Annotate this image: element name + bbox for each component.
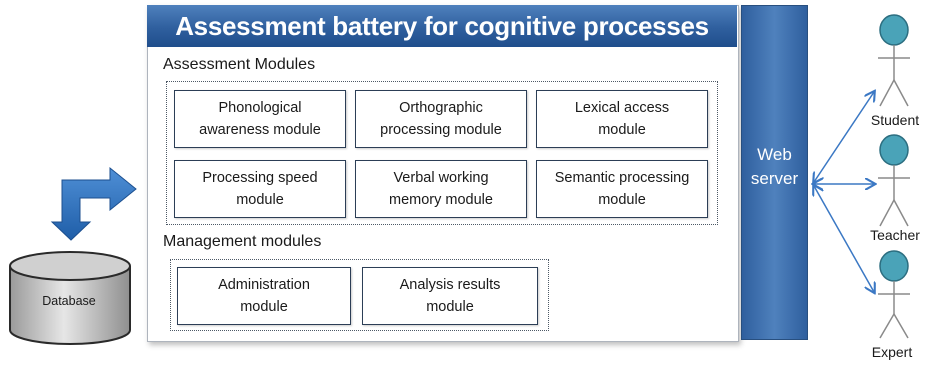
module-box: Orthographic processing module bbox=[355, 90, 527, 148]
module-line: module bbox=[598, 122, 646, 138]
module-line: module bbox=[598, 192, 646, 208]
module-line: Verbal working bbox=[393, 170, 489, 186]
actor-label-expert: Expert bbox=[871, 344, 913, 360]
module-box: Administration module bbox=[177, 267, 351, 325]
student-actor-icon bbox=[878, 14, 910, 107]
diagram-title: Assessment battery for cognitive process… bbox=[147, 5, 737, 47]
web-server-label: Web bbox=[757, 145, 792, 164]
connector-arrows bbox=[808, 60, 888, 310]
management-modules-label: Management modules bbox=[163, 233, 322, 250]
module-line: Processing speed bbox=[202, 170, 318, 186]
web-server-box: Web server bbox=[741, 5, 808, 340]
bent-arrow-icon bbox=[50, 166, 137, 241]
database-label: Database bbox=[42, 294, 96, 308]
module-box: Analysis results module bbox=[362, 267, 538, 325]
module-box: Processing speed module bbox=[174, 160, 346, 218]
assessment-modules-group bbox=[166, 81, 718, 225]
module-line: Lexical access bbox=[574, 100, 670, 116]
database-cylinder-icon bbox=[9, 251, 131, 345]
actor-label-student: Student bbox=[870, 112, 920, 128]
module-line: Orthographic bbox=[399, 100, 483, 116]
module-line: Semantic processing bbox=[554, 170, 690, 186]
module-line: module bbox=[236, 192, 284, 208]
module-line: Phonological bbox=[218, 100, 302, 116]
module-line: Analysis results bbox=[399, 277, 501, 293]
module-box: Phonological awareness module bbox=[174, 90, 346, 148]
module-box: Verbal working memory module bbox=[355, 160, 527, 218]
module-box: Semantic processing module bbox=[536, 160, 708, 218]
module-line: module bbox=[240, 299, 288, 315]
arrow-expert bbox=[814, 186, 874, 292]
module-box: Lexical access module bbox=[536, 90, 708, 148]
assessment-modules-label: Assessment Modules bbox=[163, 56, 316, 73]
module-line: memory module bbox=[389, 192, 493, 208]
module-line: Administration bbox=[218, 277, 310, 293]
web-server-label: server bbox=[750, 169, 799, 188]
module-line: processing module bbox=[380, 122, 502, 138]
module-line: awareness module bbox=[199, 122, 321, 138]
module-line: module bbox=[426, 299, 474, 315]
management-modules-group bbox=[170, 259, 549, 331]
arrow-student bbox=[814, 92, 874, 182]
expert-actor-icon bbox=[878, 250, 910, 339]
actor-label-teacher: Teacher bbox=[870, 227, 920, 243]
teacher-actor-icon bbox=[878, 134, 910, 227]
